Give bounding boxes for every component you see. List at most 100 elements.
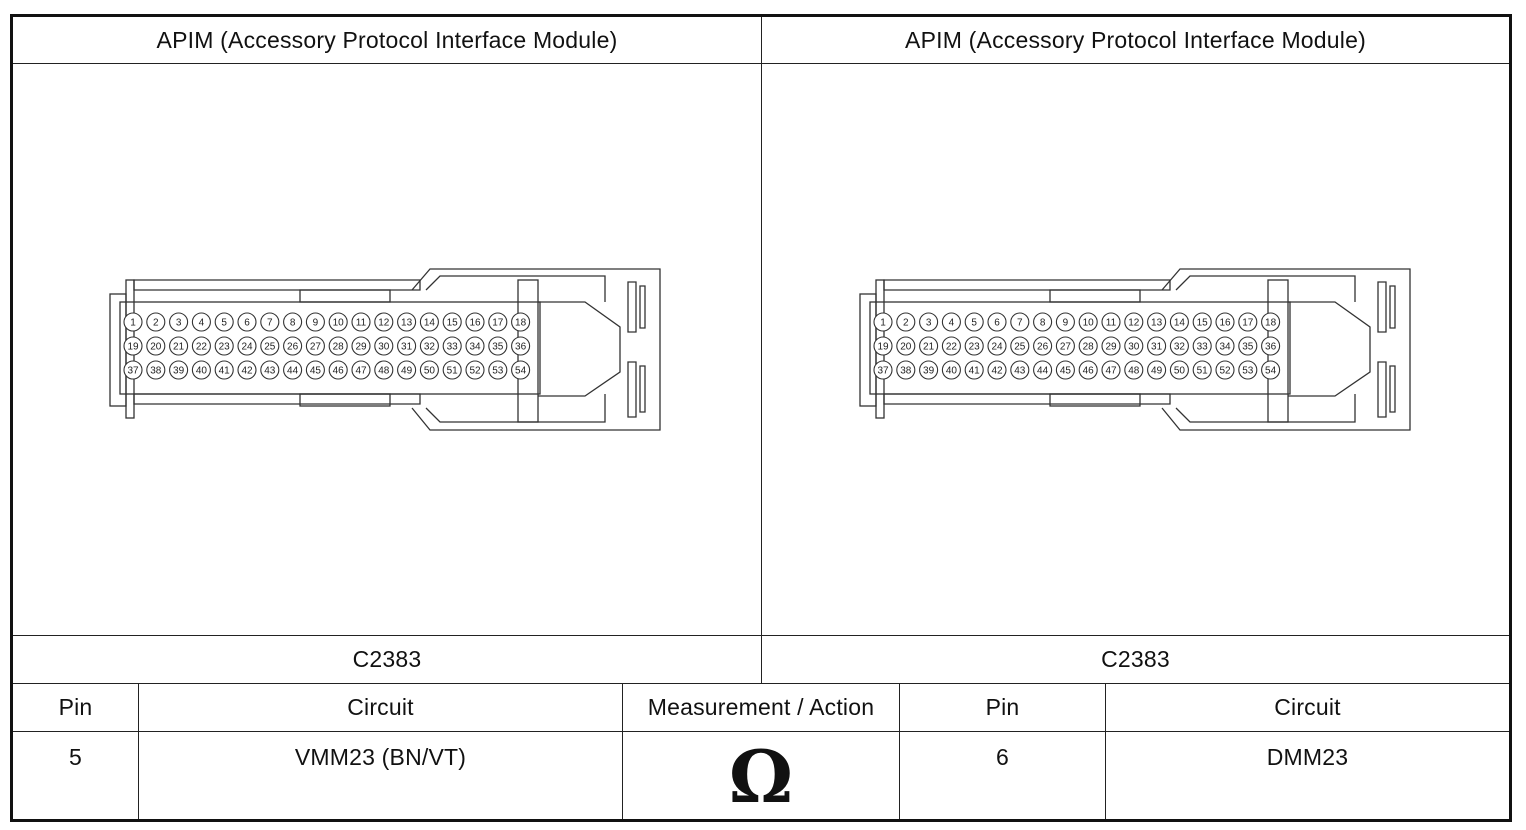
left-pin-3 xyxy=(169,312,189,332)
right-pin-label-52: 52 xyxy=(1219,366,1231,377)
right-pin-label-26: 26 xyxy=(1037,342,1049,353)
left-pin-label-21: 21 xyxy=(173,342,185,353)
right-pin-28 xyxy=(1078,336,1098,356)
right-pin-label-10: 10 xyxy=(1083,318,1095,329)
left-pin-25 xyxy=(260,336,280,356)
right-pin-32 xyxy=(1169,336,1189,356)
right-housing-inner-bottom xyxy=(1175,394,1356,423)
right-pin-label-6: 6 xyxy=(994,318,1000,329)
left-pin-22 xyxy=(191,336,211,356)
left-pin-53 xyxy=(488,360,508,380)
right-pin-37 xyxy=(873,360,893,380)
left-pin-label-6: 6 xyxy=(244,318,250,329)
left-pin-label-9: 9 xyxy=(313,318,319,329)
right-pin-label-45: 45 xyxy=(1060,366,1072,377)
left-pin-19 xyxy=(123,336,143,356)
right-pin-50 xyxy=(1169,360,1189,380)
right-pin-label-53: 53 xyxy=(1242,366,1254,377)
right-top-rib xyxy=(883,279,1171,291)
left-pin-47 xyxy=(351,360,371,380)
right-lock-arm xyxy=(1288,301,1371,397)
left-pin-27 xyxy=(305,336,325,356)
left-pin-21 xyxy=(169,336,189,356)
left-pin-37 xyxy=(123,360,143,380)
right-pin-15 xyxy=(1192,312,1212,332)
right-pin-label-54: 54 xyxy=(1265,366,1277,377)
left-pin-label-17: 17 xyxy=(492,318,504,329)
right-bottom-tab xyxy=(1049,393,1141,407)
right-pin-43 xyxy=(1010,360,1030,380)
left-housing xyxy=(411,268,661,431)
left-pin-label-54: 54 xyxy=(515,366,527,377)
right-pin-7 xyxy=(1010,312,1030,332)
left-pin-49 xyxy=(397,360,417,380)
right-flange xyxy=(859,293,877,407)
left-bottom-tab xyxy=(299,393,391,407)
left-bottom-rib xyxy=(133,393,421,405)
left-pin-39 xyxy=(169,360,189,380)
left-pin-label-40: 40 xyxy=(196,366,208,377)
left-pin-label-45: 45 xyxy=(310,366,322,377)
header-pin-a: Pin xyxy=(58,694,93,720)
right-pin-label-13: 13 xyxy=(1151,318,1163,329)
right-pin-label-19: 19 xyxy=(877,342,889,353)
left-pin-42 xyxy=(237,360,257,380)
left-pin-label-33: 33 xyxy=(447,342,459,353)
left-pin-label-13: 13 xyxy=(401,318,413,329)
right-pin-label-36: 36 xyxy=(1265,342,1277,353)
right-pin-20 xyxy=(896,336,916,356)
left-pin-label-36: 36 xyxy=(515,342,527,353)
right-top-tab xyxy=(1049,289,1141,303)
left-pin-label-20: 20 xyxy=(150,342,162,353)
left-pin-label-14: 14 xyxy=(424,318,436,329)
divider-header-row xyxy=(13,683,1509,684)
right-pin-label-28: 28 xyxy=(1083,342,1095,353)
left-pin-32 xyxy=(419,336,439,356)
right-pin-label-27: 27 xyxy=(1060,342,1072,353)
right-pin-label-48: 48 xyxy=(1128,366,1140,377)
right-pin-42 xyxy=(987,360,1007,380)
right-pin-label-42: 42 xyxy=(991,366,1003,377)
left-pin-label-25: 25 xyxy=(264,342,276,353)
left-pin-18 xyxy=(511,312,531,332)
right-pin-52 xyxy=(1215,360,1235,380)
left-pin-52 xyxy=(465,360,485,380)
right-clip-bottom xyxy=(1377,361,1396,418)
left-pin-43 xyxy=(260,360,280,380)
right-pin-label-21: 21 xyxy=(923,342,935,353)
header-measurement: Measurement / Action xyxy=(647,694,875,720)
right-pin-48 xyxy=(1124,360,1144,380)
left-pin-13 xyxy=(397,312,417,332)
right-pin-label-24: 24 xyxy=(991,342,1003,353)
left-pin-label-32: 32 xyxy=(424,342,436,353)
right-pin-21 xyxy=(919,336,939,356)
right-pin-54 xyxy=(1261,360,1281,380)
left-pin-15 xyxy=(442,312,462,332)
left-flange xyxy=(109,293,127,407)
left-pin-6 xyxy=(237,312,257,332)
right-pin-label-7: 7 xyxy=(1017,318,1023,329)
left-pin-label-31: 31 xyxy=(401,342,413,353)
right-pin-10 xyxy=(1078,312,1098,332)
right-pin-label-40: 40 xyxy=(946,366,958,377)
left-pin-label-26: 26 xyxy=(287,342,299,353)
right-pin-29 xyxy=(1101,336,1121,356)
left-pin-1 xyxy=(123,312,143,332)
right-pin-13 xyxy=(1147,312,1167,332)
left-pin-label-11: 11 xyxy=(356,318,367,329)
left-pin-label-50: 50 xyxy=(424,366,436,377)
left-pin-51 xyxy=(442,360,462,380)
right-pin-label-37: 37 xyxy=(877,366,889,377)
right-pin-25 xyxy=(1010,336,1030,356)
left-pin-31 xyxy=(397,336,417,356)
left-pin-label-43: 43 xyxy=(264,366,276,377)
right-pin-8 xyxy=(1033,312,1053,332)
right-pin-30 xyxy=(1124,336,1144,356)
right-pin-44 xyxy=(1033,360,1053,380)
left-pin-label-52: 52 xyxy=(469,366,481,377)
right-pin-34 xyxy=(1215,336,1235,356)
divider-data-row xyxy=(13,731,1509,732)
right-pin-23 xyxy=(964,336,984,356)
right-pin-label-25: 25 xyxy=(1014,342,1026,353)
